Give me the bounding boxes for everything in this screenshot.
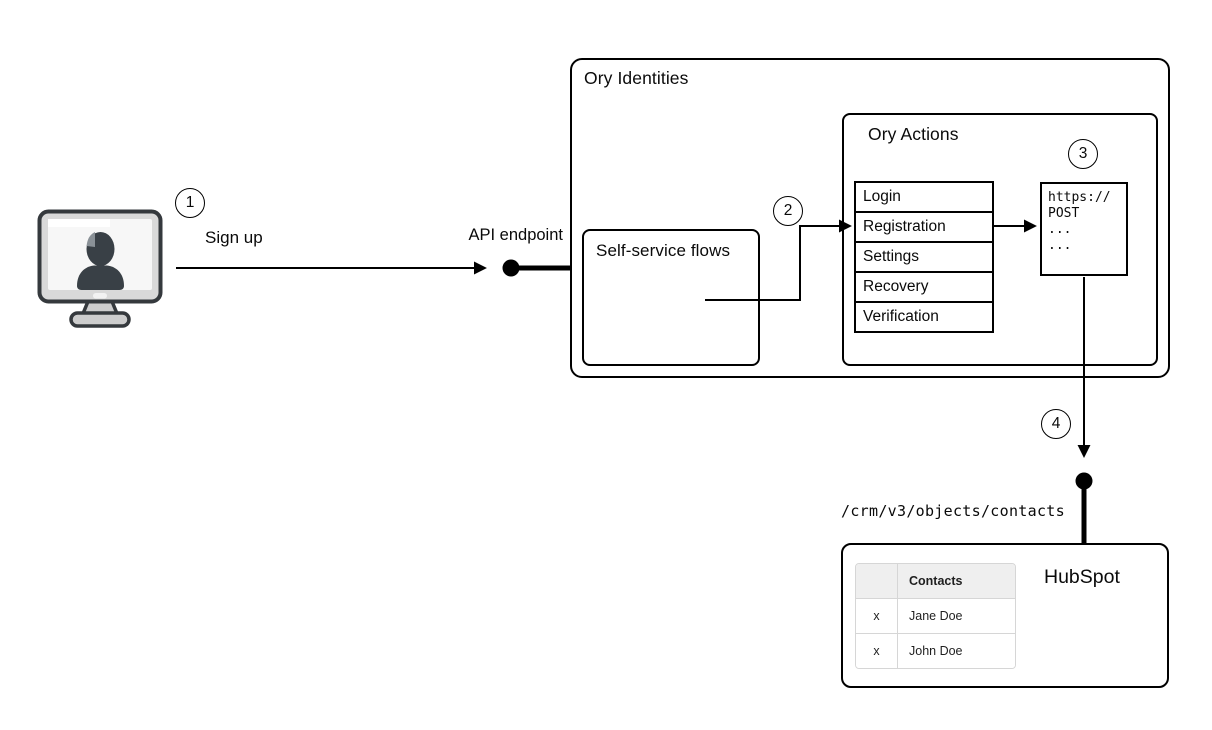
- step-2-marker: 2: [773, 196, 803, 226]
- step-1-marker: 1: [175, 188, 205, 218]
- contacts-header-label: Contacts: [909, 574, 963, 588]
- code-line: POST: [1048, 206, 1080, 221]
- contacts-table: Contacts x Jane Doe x John Doe: [855, 563, 1016, 669]
- step-4-marker: 4: [1041, 409, 1071, 439]
- api-endpoint-label: API endpoint: [468, 226, 564, 244]
- code-line: ...: [1048, 238, 1072, 253]
- contact-check: x: [856, 599, 898, 633]
- flow-item-registration: Registration: [856, 213, 992, 243]
- contact-name: John Doe: [909, 644, 963, 658]
- flow-item-verification: Verification: [863, 308, 939, 325]
- ory-actions-title: Ory Actions: [868, 124, 959, 144]
- step-1-number: 1: [185, 194, 195, 211]
- flow-item-settings: Settings: [856, 243, 992, 273]
- hubspot-title: HubSpot: [1044, 566, 1120, 588]
- sign-up-label: Sign up: [205, 228, 263, 247]
- monitor-user-icon: [37, 209, 163, 336]
- code-line: ...: [1048, 222, 1072, 237]
- self-service-flows-title: Self-service flows: [596, 241, 731, 260]
- contact-name: Jane Doe: [909, 609, 963, 623]
- ory-identities-title: Ory Identities: [584, 68, 689, 88]
- step-3-marker: 3: [1068, 139, 1098, 169]
- ory-identities-box: [570, 58, 1170, 378]
- table-row: x John Doe: [856, 634, 1015, 668]
- contacts-table-header-row: Contacts: [856, 564, 1015, 599]
- flow-item-recovery: Recovery: [856, 273, 992, 303]
- contact-check: x: [856, 634, 898, 668]
- flows-list: Login Registration Settings Recovery Ver…: [854, 181, 994, 333]
- hubspot-endpoint-dot: [1075, 472, 1093, 490]
- webhook-code-box: https:// POST ... ...: [1040, 182, 1128, 276]
- flow-item-login: Login: [856, 183, 992, 213]
- table-row: x Jane Doe: [856, 599, 1015, 634]
- step-2-number: 2: [783, 202, 793, 219]
- step-3-number: 3: [1078, 145, 1088, 162]
- contacts-header-check-cell: [856, 564, 898, 598]
- crm-endpoint-label: /crm/v3/objects/contacts: [841, 502, 1065, 520]
- code-line: https://: [1048, 190, 1111, 205]
- api-endpoint-dot: [502, 259, 520, 277]
- step-4-number: 4: [1051, 415, 1061, 432]
